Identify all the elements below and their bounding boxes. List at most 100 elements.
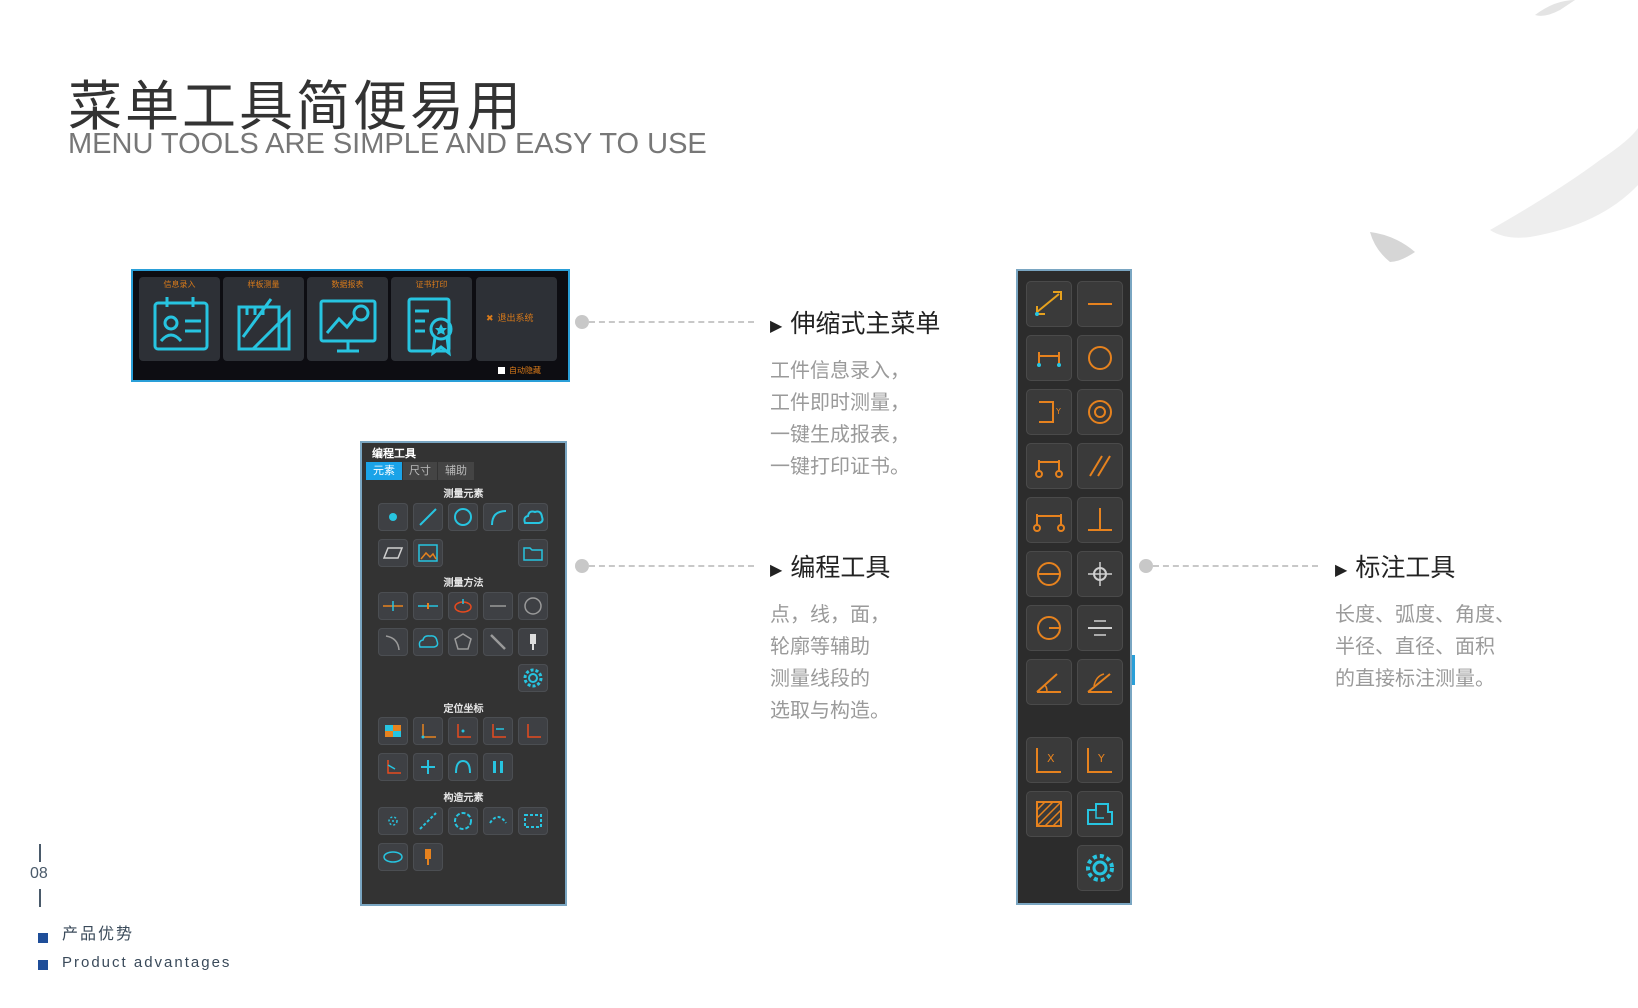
cloud-icon bbox=[523, 510, 544, 524]
settings-button[interactable] bbox=[1077, 845, 1123, 891]
page-number: 08 bbox=[30, 865, 48, 882]
menu-description: 工件信息录入， 工件即时测量， 一键生成报表， 一键打印证书。 bbox=[770, 354, 910, 482]
line-tool-button[interactable] bbox=[413, 503, 443, 531]
page-number-divider bbox=[39, 889, 41, 907]
method-button[interactable] bbox=[448, 592, 478, 620]
construct-point-icon bbox=[388, 816, 398, 826]
triangle-bullet-icon: ▶ bbox=[1335, 560, 1348, 579]
panel-title: 编程工具 bbox=[372, 447, 416, 460]
desc-line: 一键打印证书。 bbox=[770, 454, 910, 478]
settings-button[interactable] bbox=[518, 664, 548, 692]
construct-button[interactable] bbox=[483, 807, 513, 835]
method-button[interactable] bbox=[413, 592, 443, 620]
contour-area-button[interactable] bbox=[1077, 791, 1123, 837]
horizontal-tool-button[interactable] bbox=[1077, 281, 1123, 327]
point-tool-button[interactable] bbox=[378, 503, 408, 531]
square-bullet-icon bbox=[38, 933, 48, 943]
coord-button[interactable] bbox=[448, 717, 478, 745]
connector-line bbox=[589, 565, 754, 567]
image-tool-button[interactable] bbox=[413, 539, 443, 567]
y-distance-button[interactable]: Y bbox=[1026, 389, 1072, 435]
coord-button[interactable] bbox=[518, 717, 548, 745]
plane-tool-button[interactable] bbox=[378, 539, 408, 567]
svg-text:Y: Y bbox=[1055, 407, 1061, 416]
coord-button[interactable] bbox=[483, 717, 513, 745]
tab-elements[interactable]: 元素 bbox=[366, 462, 402, 480]
coord-button[interactable] bbox=[413, 753, 443, 781]
footer-cn: 产品优势 bbox=[62, 924, 135, 943]
exit-label: 退出系统 bbox=[497, 314, 534, 324]
exit-system-button[interactable]: ✖退出系统 bbox=[476, 277, 557, 361]
x-axis-icon: X bbox=[1036, 748, 1061, 773]
method-button[interactable] bbox=[518, 592, 548, 620]
circle-tool-button[interactable] bbox=[448, 503, 478, 531]
method-button[interactable] bbox=[518, 628, 548, 656]
menu-item-info-entry[interactable]: 信息录入 bbox=[139, 277, 220, 361]
center-tool-button[interactable] bbox=[1077, 551, 1123, 597]
desc-line: 选取与构造。 bbox=[770, 698, 890, 722]
construct-button[interactable] bbox=[413, 843, 443, 871]
x-coordinate-button[interactable]: X bbox=[1026, 737, 1072, 783]
construct-button[interactable] bbox=[448, 807, 478, 835]
tab-auxiliary[interactable]: 辅助 bbox=[438, 462, 474, 480]
radius-tool-button[interactable] bbox=[1026, 605, 1072, 651]
method-button[interactable] bbox=[378, 592, 408, 620]
footer-en: Product advantages bbox=[62, 954, 232, 971]
concentric-circle-icon bbox=[1088, 400, 1112, 424]
arc-tool-button[interactable] bbox=[483, 503, 513, 531]
gear-icon bbox=[523, 668, 543, 688]
method-button[interactable] bbox=[378, 628, 408, 656]
menu-item-sample-measure[interactable]: 样板测量 bbox=[223, 277, 304, 361]
construct-button[interactable] bbox=[378, 807, 408, 835]
anno-label-text: 标注工具 bbox=[1355, 553, 1456, 582]
midline-tool-button[interactable] bbox=[1077, 605, 1123, 651]
method-button[interactable] bbox=[413, 628, 443, 656]
ring-icon bbox=[524, 597, 542, 615]
method-button[interactable] bbox=[483, 628, 513, 656]
coord-button[interactable] bbox=[413, 717, 443, 745]
construct-button[interactable] bbox=[378, 843, 408, 871]
construct-button[interactable] bbox=[518, 807, 548, 835]
connector-line bbox=[589, 321, 754, 323]
coord-button[interactable] bbox=[378, 753, 408, 781]
coord-button[interactable] bbox=[378, 717, 408, 745]
x-distance-button[interactable] bbox=[1026, 335, 1072, 381]
coord-button[interactable] bbox=[448, 753, 478, 781]
arc-angle-icon bbox=[1087, 673, 1112, 693]
menu-item-data-report[interactable]: 数据报表 bbox=[307, 277, 388, 361]
max-distance-button[interactable] bbox=[1026, 497, 1072, 543]
arc-angle-tool-button[interactable] bbox=[1077, 659, 1123, 705]
menu-item-label: 信息录入 bbox=[163, 280, 196, 289]
min-distance-icon bbox=[1035, 460, 1063, 478]
area-tool-button[interactable] bbox=[1026, 791, 1072, 837]
circle-tool-button[interactable] bbox=[1077, 335, 1123, 381]
perpendicular-tool-button[interactable] bbox=[1077, 497, 1123, 543]
diameter-tool-button[interactable] bbox=[1026, 551, 1072, 597]
polygon-icon bbox=[454, 633, 472, 650]
method-button[interactable] bbox=[483, 592, 513, 620]
folder-tool-button[interactable] bbox=[518, 539, 548, 567]
prog-label-text: 编程工具 bbox=[790, 553, 891, 582]
axis-line-icon bbox=[492, 724, 506, 738]
construct-button[interactable] bbox=[413, 807, 443, 835]
parallel-tool-button[interactable] bbox=[1077, 443, 1123, 489]
contour-tool-button[interactable] bbox=[518, 503, 548, 531]
angle-tool-button[interactable] bbox=[1026, 659, 1072, 705]
auto-hide-checkbox[interactable]: 自动隐藏 bbox=[498, 365, 541, 376]
min-distance-button[interactable] bbox=[1026, 443, 1072, 489]
page-title: 菜单工具简便易用 bbox=[68, 75, 524, 138]
coord-button[interactable] bbox=[483, 753, 513, 781]
section-title-measure-elements: 测量元素 bbox=[443, 489, 484, 500]
tab-dimensions[interactable]: 尺寸 bbox=[403, 462, 437, 480]
length-tool-button[interactable] bbox=[1026, 281, 1072, 327]
y-axis-icon: Y bbox=[1087, 748, 1112, 773]
image-icon bbox=[418, 544, 438, 562]
x-distance-icon bbox=[1037, 352, 1061, 367]
menu-item-certificate-print[interactable]: 证书打印 bbox=[391, 277, 472, 361]
method-button[interactable] bbox=[448, 628, 478, 656]
radius-icon bbox=[1037, 616, 1061, 640]
menu-item-label: 证书打印 bbox=[415, 280, 448, 289]
y-coordinate-button[interactable]: Y bbox=[1077, 737, 1123, 783]
toolbar-edge-handle[interactable] bbox=[1132, 655, 1135, 685]
concentric-tool-button[interactable] bbox=[1077, 389, 1123, 435]
